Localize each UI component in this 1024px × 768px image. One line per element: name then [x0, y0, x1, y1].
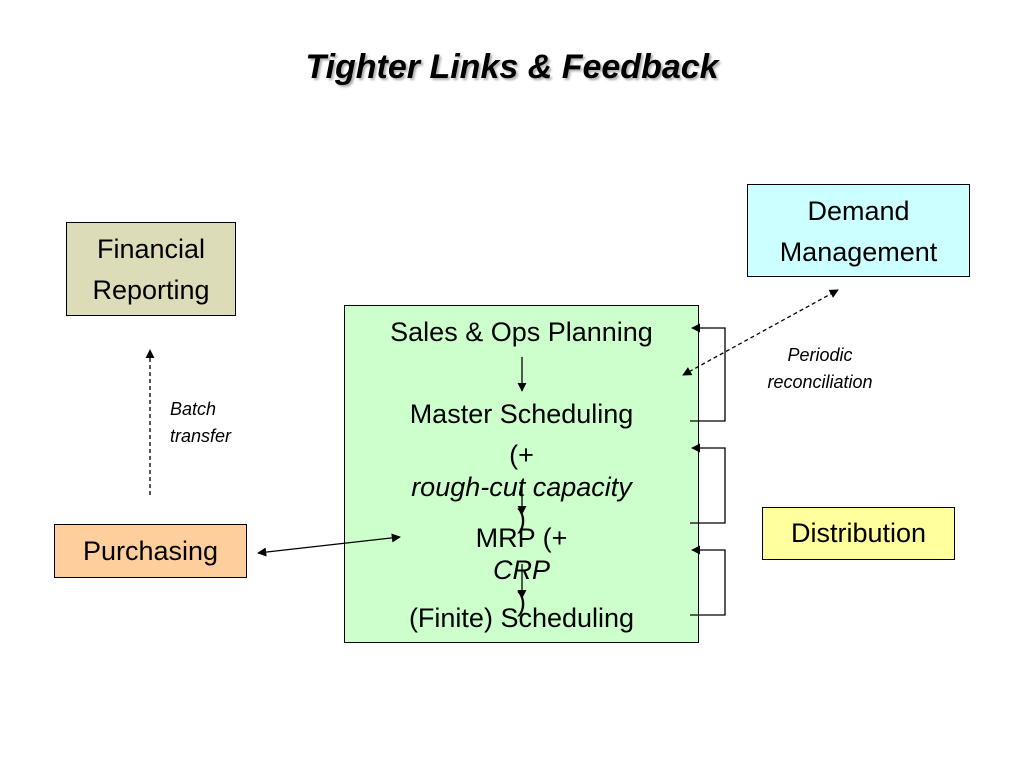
feedback-master-to-sop: [690, 323, 726, 422]
financial-reporting-line2: Reporting: [92, 275, 210, 305]
periodic-note-line2: reconciliation: [767, 372, 873, 392]
mrp-open: MRP (+: [475, 523, 568, 553]
purchasing-box: Purchasing: [54, 524, 247, 578]
distribution-label: Distribution: [790, 518, 927, 548]
batch-note-line2: transfer: [170, 426, 232, 446]
rough-cut-open: (+: [509, 440, 534, 470]
purchasing-mrp-arrow: [257, 533, 401, 557]
demand-management-line1: Demand: [807, 196, 910, 226]
master-scheduling-label: Master Scheduling: [409, 399, 634, 429]
financial-reporting-line1: Financial: [96, 234, 206, 264]
purchasing-label: Purchasing: [82, 536, 219, 566]
distribution-box: Distribution: [762, 507, 955, 560]
slide-title: Tighter Links & Feedback: [305, 48, 719, 86]
demand-management-box: Demand Management: [747, 184, 970, 277]
finite-scheduling-label: (Finite) Scheduling: [408, 603, 635, 633]
sales-ops-planning-label: Sales & Ops Planning: [390, 317, 653, 347]
rough-cut-close: ): [517, 504, 526, 534]
financial-reporting-box: Financial Reporting: [66, 222, 236, 316]
periodic-reconciliation-arrow: [682, 289, 839, 376]
batch-transfer-note: Batch transfer: [170, 396, 231, 450]
mrp-close: ): [517, 587, 526, 617]
feedback-mrp-to-master: [690, 443, 726, 524]
demand-management-line2: Management: [779, 237, 938, 267]
feedback-scheduling-to-mrp: [690, 545, 726, 616]
batch-note-line1: Batch: [170, 399, 217, 419]
